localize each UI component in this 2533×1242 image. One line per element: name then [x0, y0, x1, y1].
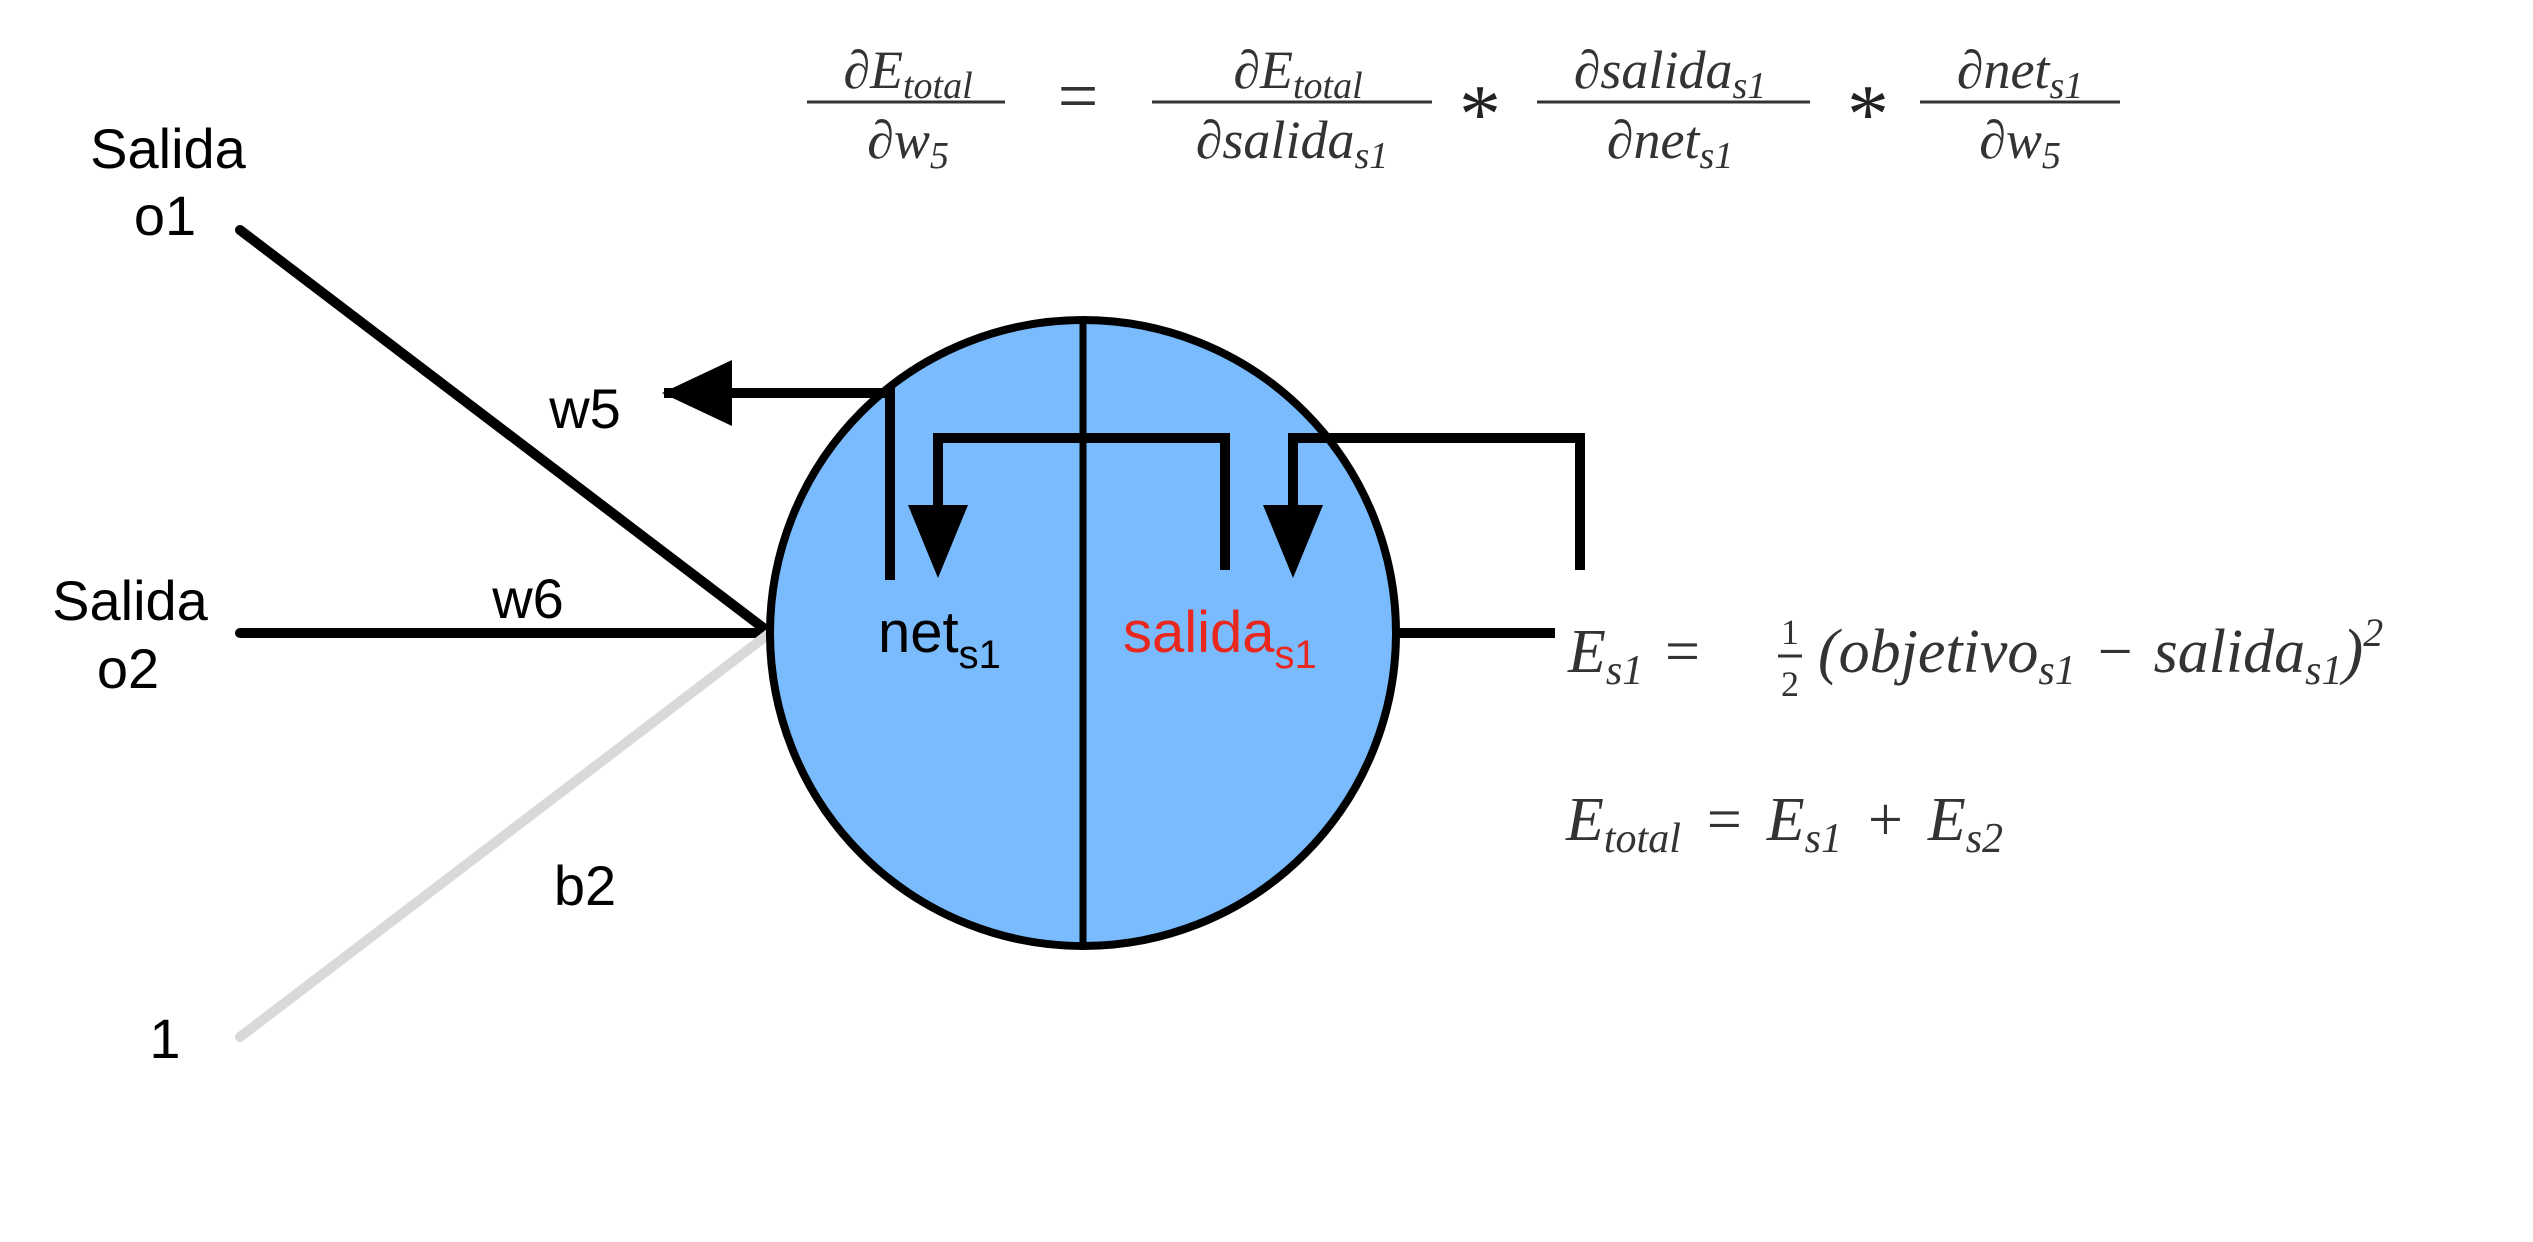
- chain-equals: =: [1058, 56, 1099, 136]
- arrow-to-salida: [1288, 433, 1585, 570]
- half-denominator: 2: [1781, 664, 1799, 704]
- term2-numerator: ∂salidas1: [1574, 40, 1767, 107]
- input-o2-label-line1: Salida: [52, 569, 209, 632]
- arrow-to-salida-head: [1263, 505, 1323, 578]
- error-lhs: Es1: [1567, 618, 1643, 694]
- arrow-to-w5-head: [662, 360, 732, 426]
- term3-denominator: ∂w5: [1979, 110, 2061, 177]
- input-bias-label: 1: [149, 1007, 180, 1070]
- error-rhs: (objetivos1−salidas1)2: [1818, 610, 2383, 694]
- weight-w6-label: w6: [491, 567, 564, 630]
- arrow-to-net-head: [908, 505, 968, 578]
- neuron-net-label: nets1: [878, 600, 1001, 677]
- arrow-to-w5: [664, 388, 895, 580]
- term3-numerator: ∂nets1: [1957, 40, 2083, 107]
- input-o1-label-line1: Salida: [90, 117, 247, 180]
- weight-w5-label: w5: [548, 377, 621, 440]
- error-equals: =: [1665, 618, 1700, 686]
- input-o1-label-line2: o1: [134, 184, 196, 247]
- neuron-output-label: salidas1: [1123, 600, 1317, 677]
- weight-b2-label: b2: [554, 854, 616, 917]
- total-error-formula: Etotal=Es1+Es2: [1565, 786, 2003, 862]
- half-numerator: 1: [1781, 612, 1799, 652]
- edge-o1-to-neuron: [235, 225, 775, 638]
- lhs-denominator: ∂w5: [867, 110, 949, 177]
- edge-bias-to-neuron: [235, 628, 775, 1042]
- input-o2-label-line2: o2: [97, 637, 159, 700]
- chain-rule-formula: ∂Etotal ∂w5 = ∂Etotal ∂salidas1 * ∂salid…: [807, 40, 2120, 177]
- lhs-numerator: ∂Etotal: [843, 40, 972, 107]
- term1-denominator: ∂salidas1: [1196, 110, 1389, 177]
- term2-denominator: ∂nets1: [1607, 110, 1733, 177]
- chain-times-1: *: [1459, 68, 1501, 161]
- chain-times-2: *: [1847, 68, 1889, 161]
- error-formula: Es1 = 1 2 (objetivos1−salidas1)2: [1567, 610, 2383, 704]
- term1-numerator: ∂Etotal: [1233, 40, 1362, 107]
- arrow-to-net: [933, 433, 1230, 570]
